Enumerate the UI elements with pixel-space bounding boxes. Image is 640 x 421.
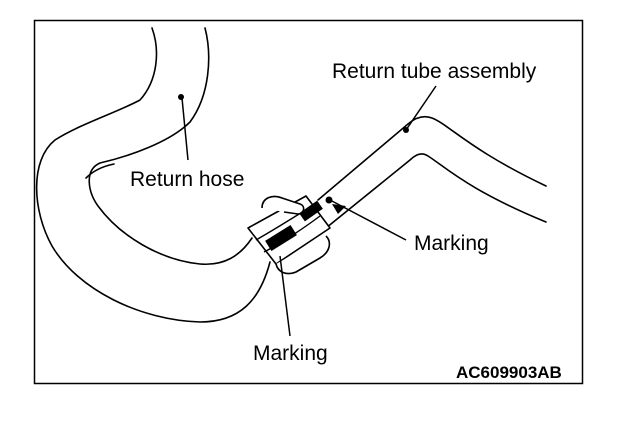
return-hose-label: Return hose [130, 168, 244, 191]
figure-frame [33, 19, 584, 385]
return-hose-shape [35, 27, 271, 323]
tube-pointer-dot [403, 127, 409, 133]
hose-pointer-dot [178, 94, 184, 100]
figure-code: AC609903AB [456, 363, 562, 382]
marking-label-right: Marking [414, 232, 489, 255]
hose-clamp [247, 195, 331, 275]
marking-arrowhead [332, 204, 346, 214]
return-tube-shape [317, 115, 547, 229]
marking-band-tube [299, 200, 323, 222]
marking-label-bottom: Marking [253, 342, 328, 365]
marking-band-hose [265, 224, 297, 252]
leader-lines [181, 85, 437, 337]
return-tube-assembly-label: Return tube assembly [332, 60, 537, 83]
marking-pointer-dot [325, 196, 333, 204]
